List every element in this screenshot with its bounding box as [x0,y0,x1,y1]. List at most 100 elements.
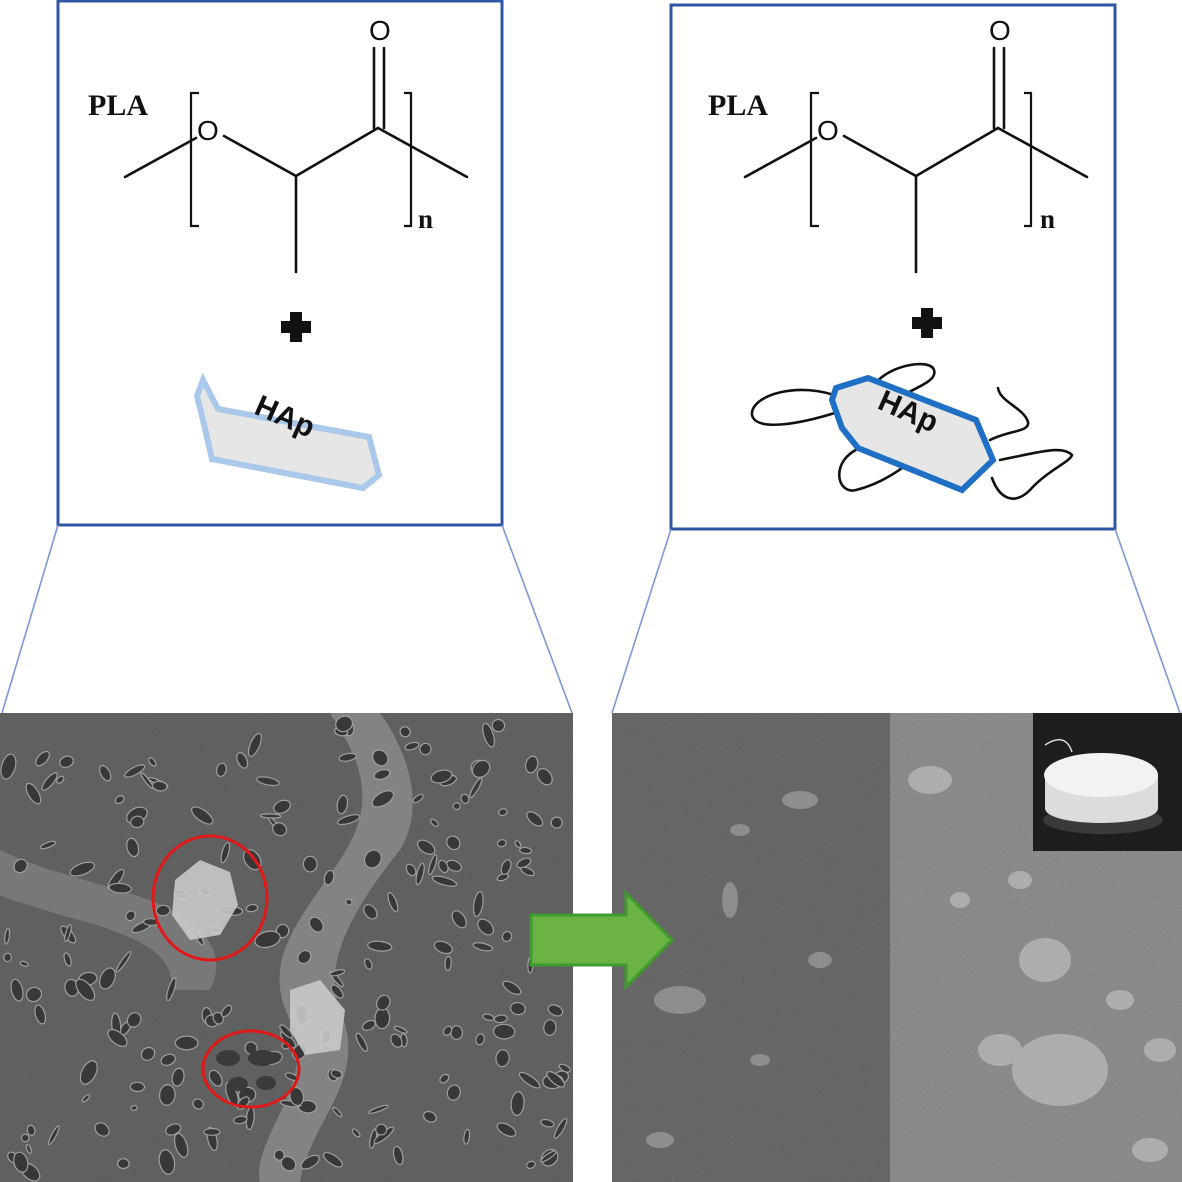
right-grafted-chains [750,362,1074,500]
sem-pore [192,1098,204,1110]
sem-pore [496,839,507,848]
sem-pore [540,1118,555,1128]
sem-pore [99,967,116,990]
sem-pore [546,1071,566,1088]
sem-pore [496,1122,517,1137]
sem-pore [10,978,24,1002]
sem-pore [69,861,96,877]
sem-pore [98,765,112,782]
sem-pore [450,1025,464,1040]
sem-pore [428,854,438,876]
sem-pore [302,855,318,873]
right-close-bracket [1024,91,1033,228]
sem-pore [125,910,136,922]
left-pla-label: PLA [88,89,148,122]
sem-pore [165,1123,182,1136]
sem-pore [390,1033,403,1048]
sem-pore [130,1104,138,1112]
sem-pore [336,794,349,815]
sem-pore [431,875,458,887]
sem-pore [41,772,58,791]
sem-pore [166,977,177,1002]
sem-pore [308,916,324,933]
sem-pore [416,839,436,855]
sem-pore [39,840,57,850]
sem-pore [332,1106,343,1118]
left-oxygen-carbonyl: O [369,15,391,46]
sem-pore [363,904,378,920]
sem-pore [0,753,17,780]
left-oxygen-ring: O [197,115,219,146]
sem-pore [439,1073,450,1084]
sem-pore [399,726,411,738]
left-zoom-line-b [501,524,573,714]
sem-pore [63,952,72,967]
left-highlight-circle-pore [201,1029,301,1109]
left-sem-micrograph [0,713,573,1182]
sem-pore [191,806,214,825]
right-pla-label: PLA [708,89,768,122]
scaffold-fiber [1044,738,1073,753]
sem-pore [273,1149,285,1161]
sem-pore [171,1067,185,1087]
sem-pore [351,1128,361,1138]
sem-pore [151,780,168,792]
sem-pore [375,1123,388,1136]
sem-pore [160,1053,176,1066]
sem-pore [498,808,508,817]
sem-pore [155,904,171,917]
sem-pore [81,1094,91,1103]
sem-pore [368,1104,389,1114]
sem-pore [300,1154,320,1170]
left-close-bracket [404,91,413,228]
sem-pore [371,790,395,808]
sem-pore [273,799,291,814]
sem-pore [259,813,282,819]
sem-pore [220,841,231,864]
sem-pore [452,802,461,811]
sem-pore [363,849,382,869]
sem-pore [520,866,535,877]
sem-pore [254,930,281,949]
sem-pore [393,1025,408,1034]
sem-pore [387,892,399,913]
sem-pore [502,980,522,995]
sem-pore [355,1032,368,1053]
sem-pore [372,749,389,767]
left-repeat-subscript: n [418,204,433,234]
sem-pore [129,1081,146,1093]
right-carbonyl-double-bond [992,46,1006,130]
sem-pore [335,715,354,733]
sem-pore [495,1049,510,1068]
sem-pore [553,1117,568,1139]
sem-pore [364,958,373,970]
sem-pore [247,732,262,757]
sem-pore [475,1033,485,1046]
left-bond-chain-end [376,126,469,179]
sem-pore [469,777,483,799]
sem-pore [446,835,461,851]
sem-pore [322,1152,344,1168]
sem-pore [419,742,432,756]
sem-pore [140,1046,156,1061]
zoom-connectors [1,524,1181,714]
right-sem-dark-specks [646,791,832,1148]
sem-pore [107,1028,128,1048]
sem-pore [392,1145,404,1166]
left-hap-crystal-shape [193,372,383,492]
sem-pore [543,1019,557,1036]
sem-pore [444,955,452,971]
sem-pore [536,767,553,786]
plus-icon [281,312,311,342]
sem-pore [34,1004,47,1025]
sem-pore [430,769,453,784]
sem-pore [415,862,425,886]
sem-pore [35,750,51,767]
sem-pore [79,1060,98,1085]
right-open-bracket [809,91,819,228]
sem-pore [4,927,11,945]
right-sem-light-particles [908,766,1176,1162]
sem-pore [323,869,335,886]
left-scheme-panel: PLA n O O HAp [56,0,504,527]
